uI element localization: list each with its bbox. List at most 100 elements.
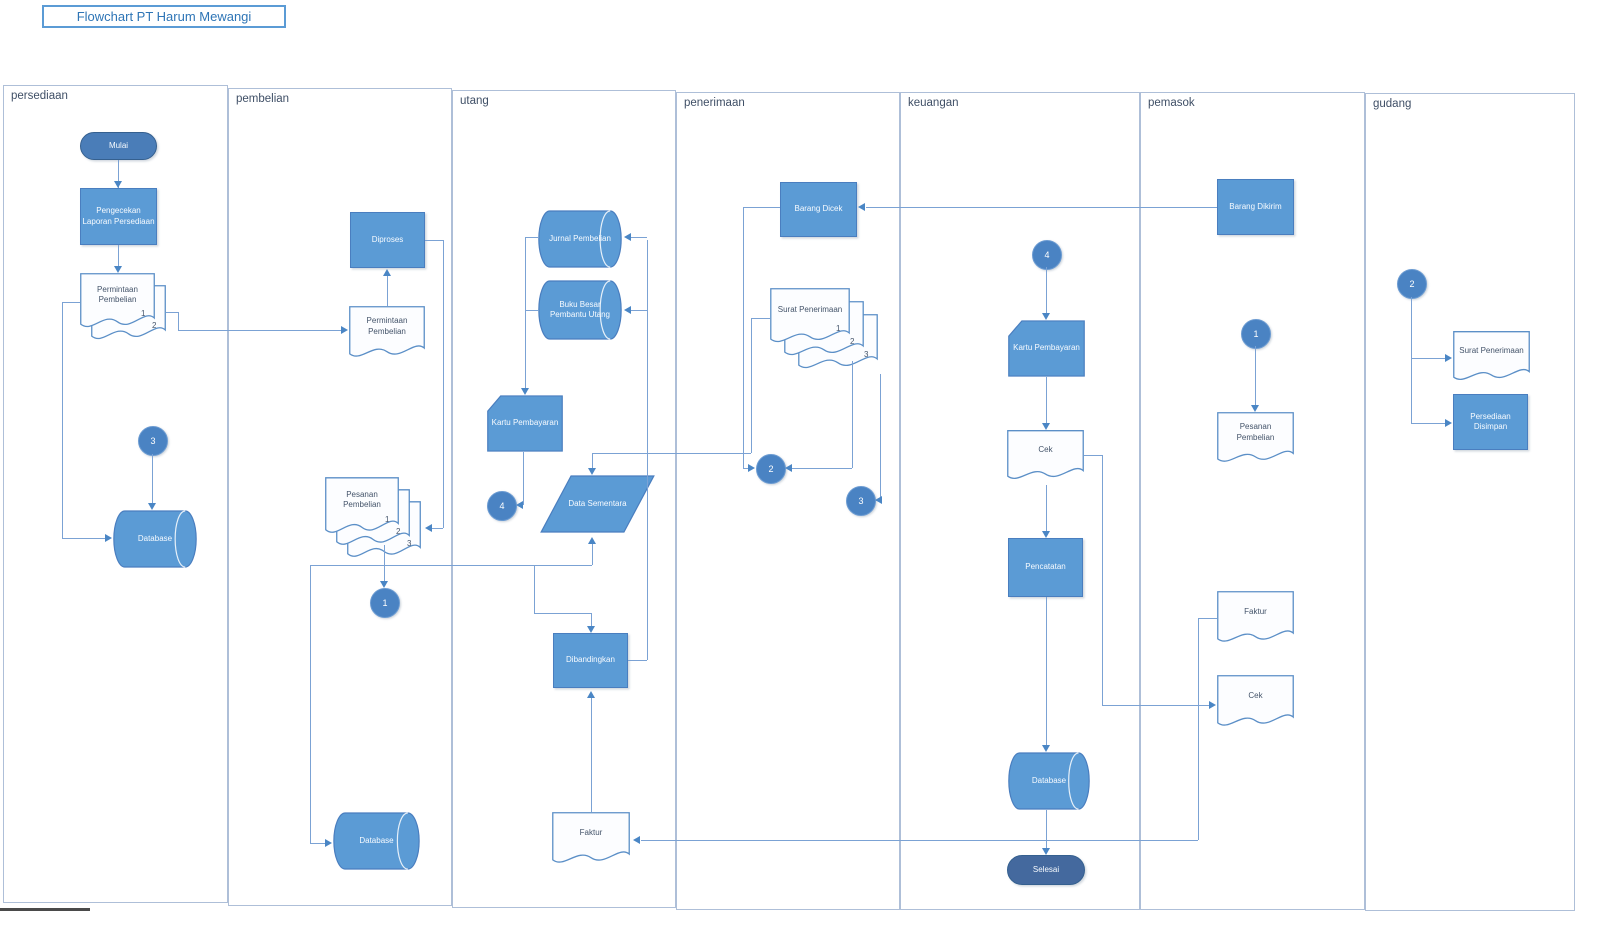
stray-mark [0,908,90,911]
storage-shape [538,210,622,268]
node-database-persediaan-label: Database [137,533,173,543]
node-pencatatan: Pencatatan [1008,538,1083,597]
connector-segment [525,237,526,388]
node-database-keuangan: Database [1008,752,1090,810]
arrowhead-down [521,388,529,395]
connector-segment [1046,597,1047,745]
storage-shape [538,280,622,340]
lane-utang-label: utang [460,95,489,107]
node-connector-1-pemasok-label: 1 [1253,329,1259,339]
lane-gudang: gudang [1365,93,1575,911]
connector-segment [443,240,444,528]
connector-segment [525,237,538,238]
arrowhead-up [383,269,391,276]
node-database-pembelian-label: Database [359,835,394,845]
node-diproses-label: Diproses [371,234,404,244]
connector-segment [1084,455,1102,456]
document-copy-number: 2 [152,321,157,330]
node-database-persediaan: Database [113,510,197,568]
node-jurnal-pembelian: Jurnal Pembelian [538,210,622,268]
arrowhead-right [1209,701,1216,709]
lane-penerimaan-label: penerimaan [684,97,745,109]
lane-gudang-label: gudang [1373,98,1412,110]
arrowhead-right [1445,354,1452,362]
arrowhead-down [148,503,156,510]
connector-segment [647,240,648,660]
lane-utang: utang [452,90,676,908]
node-barang-dicek: Barang Dicek [780,182,857,237]
connector-segment [743,468,748,469]
connector-segment [751,318,752,453]
node-surat-penerimaan-gudang-label: Surat Penerimaan [1459,345,1524,355]
arrowhead-left [624,233,631,241]
document-copy-number: 1 [836,324,841,333]
arrowhead-down [114,266,122,273]
arrowhead-down [1042,423,1050,430]
lane-pemasok-label: pemasok [1148,97,1195,109]
arrowhead-down [588,468,596,475]
node-connector-3-penerimaan: 3 [846,486,876,516]
node-barang-dikirim-label: Barang Dikirim [1229,201,1282,211]
document-shape [552,812,630,870]
arrowhead-left [633,836,640,844]
node-pengecekan-laporan-persediaan: Pengecekan Laporan Persediaan [80,188,157,245]
node-dibandingkan: Dibandingkan [553,633,628,688]
connector-segment [166,312,178,313]
node-connector-1-pemasok: 1 [1241,319,1271,349]
lane-pemasok: pemasok [1140,92,1365,910]
connector-segment [310,565,311,843]
connector-segment [118,160,119,188]
node-database-keuangan-label: Database [1031,775,1067,785]
diagram-title: Flowchart PT Harum Mewangi [76,9,252,24]
connector-segment [866,207,1217,208]
node-faktur-pemasok-label: Faktur [1244,606,1267,616]
node-connector-4-utang-label: 4 [499,501,505,511]
lane-persediaan-label: persediaan [11,90,68,102]
node-faktur-pemasok: Faktur [1217,591,1294,649]
connector-segment [1046,485,1047,531]
connector-segment [592,453,593,468]
connector-segment [387,272,388,306]
arrowhead-up [587,691,595,698]
node-pesanan-pembelian-pemasok-label: Pesanan Pembelian [1236,422,1275,442]
connector-segment [1411,358,1445,359]
node-pesanan-pembelian-pemasok: Pesanan Pembelian [1217,412,1294,469]
connector-segment [852,361,853,468]
node-surat-penerimaan-gudang: Surat Penerimaan [1453,331,1530,387]
arrowhead-right [1445,419,1452,427]
connector-segment [631,310,647,311]
arrowhead-left [875,496,882,504]
document-shape [1007,430,1084,486]
arrowhead-left [425,524,432,532]
connector-segment [62,302,80,303]
lane-penerimaan: penerimaan [676,92,900,910]
node-connector-4-keuangan-label: 4 [1044,250,1050,260]
lane-keuangan: keuangan [900,92,1140,910]
node-pencatatan-label: Pencatatan [1025,562,1066,572]
arrowhead-up [588,537,596,544]
arrowhead-down [1042,313,1050,320]
node-permintaan-pembelian-pembelian: Permintaan Pembelian [349,306,425,364]
document-copy-1-shape [325,477,399,541]
node-connector-1-pembelian: 1 [370,588,400,618]
node-connector-1-pembelian-label: 1 [382,598,388,608]
node-pengecekan-laporan-persediaan-label: Pengecekan Laporan Persediaan [82,206,155,226]
connector-segment [1198,618,1199,840]
connector-segment [178,312,179,330]
node-data-sementara-label: Data Sementara [568,498,627,508]
connector-segment [1411,423,1445,424]
node-surat-penerimaan-penerimaan-label: Surat Penerimaan [777,305,843,315]
connector-segment [62,538,105,539]
lane-pembelian: pembelian [228,88,452,906]
card-shape [487,395,563,452]
document-copy-number: 2 [850,337,855,346]
lane-persediaan: persediaan [3,85,228,903]
arrowhead-down [1251,405,1259,412]
connector-segment [1198,618,1217,619]
connector-segment [592,453,751,454]
connector-segment [591,698,592,812]
node-faktur-utang-label: Faktur [579,827,603,837]
connector-segment [384,545,385,584]
connector-segment [591,613,592,629]
node-persediaan-disimpan: Persediaan Disimpan [1453,394,1528,450]
